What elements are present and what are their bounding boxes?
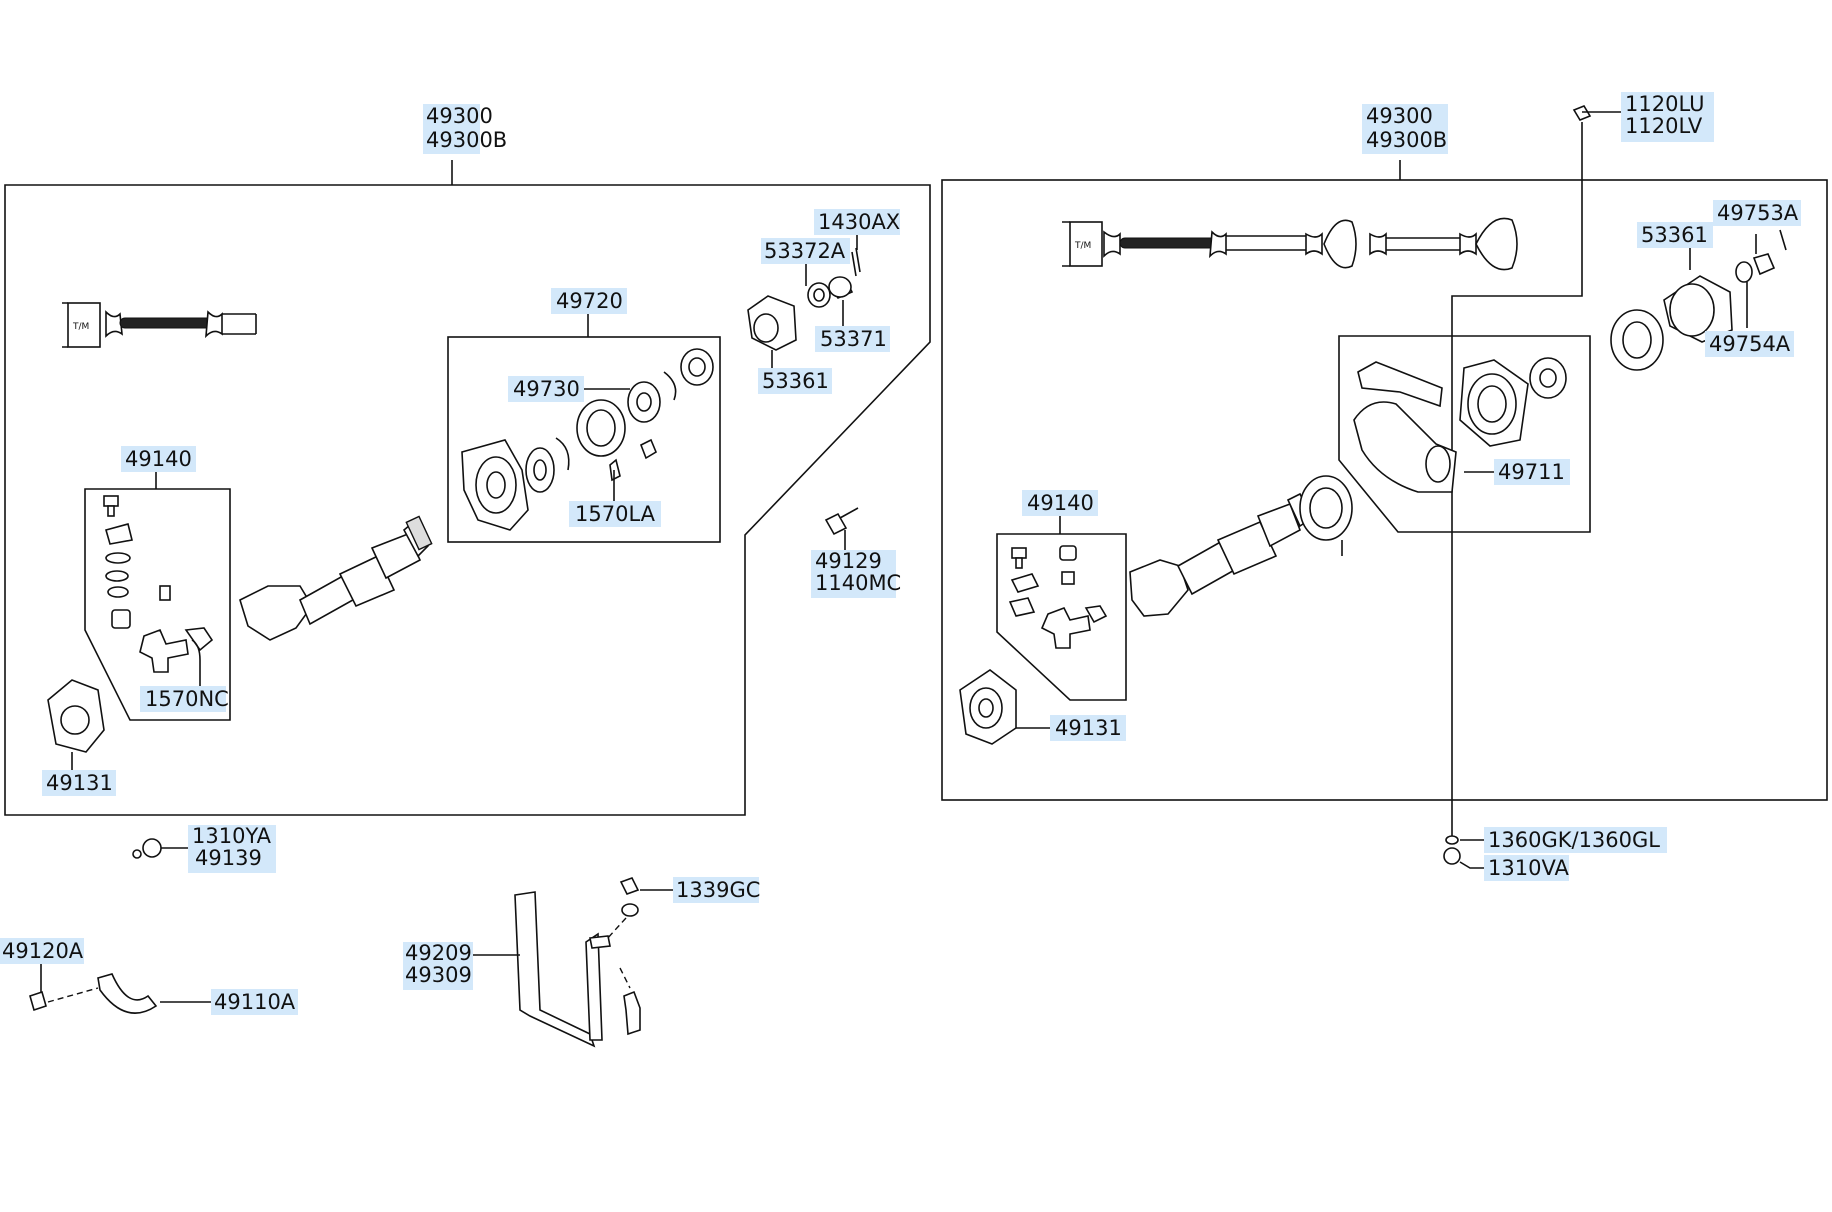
svg-text:1120LU: 1120LU xyxy=(1625,92,1704,116)
svg-text:49300: 49300 xyxy=(1366,104,1433,128)
svg-text:1310YA: 1310YA xyxy=(192,824,272,848)
svg-text:49139: 49139 xyxy=(195,846,262,870)
right-center-bearing-box xyxy=(1338,335,1591,533)
left-bearing-label[interactable]: 49730 xyxy=(508,376,584,402)
bracket xyxy=(472,891,611,1048)
left-nut-label[interactable]: 53371 xyxy=(815,326,890,352)
right-washer-label[interactable]: 1360GK/1360GL xyxy=(1484,827,1667,853)
left-uj-kit-box xyxy=(84,472,231,721)
left-grease-fitting-label[interactable]: 1570LA xyxy=(569,501,661,527)
left-uj-kit-label[interactable]: 49140 xyxy=(121,446,196,472)
svg-text:49730: 49730 xyxy=(513,377,580,401)
svg-text:1120LV: 1120LV xyxy=(1625,114,1703,138)
clamp-bolt-label[interactable]: 49120A xyxy=(0,938,84,964)
left-center-bearing-kit-label[interactable]: 49720 xyxy=(551,288,627,314)
bracket-hardware xyxy=(605,877,675,1036)
svg-text:49120A: 49120A xyxy=(2,939,84,963)
right-main-part-number-label[interactable]: 49300 49300B xyxy=(1362,104,1448,154)
svg-text:49129: 49129 xyxy=(815,549,882,573)
right-companion-flange xyxy=(1610,229,1787,371)
svg-text:49711: 49711 xyxy=(1498,460,1565,484)
svg-text:53361: 53361 xyxy=(1641,223,1708,247)
right-companion-flange-label[interactable]: 53361 xyxy=(1637,222,1713,248)
right-nut-label[interactable]: 49754A xyxy=(1705,331,1794,357)
clamp-bolt xyxy=(29,964,99,1012)
svg-text:49309: 49309 xyxy=(405,963,472,987)
svg-text:49753A: 49753A xyxy=(1717,201,1799,225)
left-companion-flange-label[interactable]: 53361 xyxy=(758,368,832,394)
right-flange-yoke xyxy=(959,669,1052,745)
left-driveshaft xyxy=(239,515,433,641)
left-flange-yoke xyxy=(47,679,105,770)
svg-text:49720: 49720 xyxy=(556,289,623,313)
left-flange-yoke-label[interactable]: 49131 xyxy=(42,770,116,796)
left-assembly-frame xyxy=(4,160,931,816)
left-main-part-number-label[interactable]: 49300 49300B xyxy=(423,104,507,154)
right-cotter-pin-label[interactable]: 49753A xyxy=(1713,200,1801,226)
svg-text:1140MC: 1140MC xyxy=(815,571,901,595)
tm-marker-right: T/M xyxy=(1074,241,1091,251)
left-driveline-schematic: T/M xyxy=(62,302,257,348)
svg-text:1339GC: 1339GC xyxy=(676,878,760,902)
left-washer-label[interactable]: 53372A xyxy=(761,238,850,264)
right-uj-parts xyxy=(1008,545,1108,649)
left-center-bearing-kit-box xyxy=(447,312,721,543)
svg-text:49209: 49209 xyxy=(405,941,472,965)
right-top-bolt xyxy=(1451,105,1622,838)
bracket-label[interactable]: 49209 49309 xyxy=(403,941,473,990)
left-uj-grease-fitting-label[interactable]: 1570NC xyxy=(140,686,229,712)
left-cotter-pin-label[interactable]: 1430AX xyxy=(814,209,900,235)
bracket-nut-label[interactable]: 1339GC xyxy=(673,877,760,903)
middle-bolt xyxy=(824,507,859,550)
svg-text:53372A: 53372A xyxy=(764,239,846,263)
right-center-bearing xyxy=(1353,357,1567,493)
clamp xyxy=(97,973,212,1014)
right-bearing-nut-label[interactable]: 1310VA xyxy=(1484,855,1569,881)
svg-text:49140: 49140 xyxy=(1027,491,1094,515)
svg-text:53371: 53371 xyxy=(820,327,887,351)
left-companion-flange xyxy=(747,247,861,351)
right-top-bolt-label[interactable]: 1120LU 1120LV xyxy=(1621,92,1714,142)
middle-bolt-label[interactable]: 49129 1140MC xyxy=(811,549,901,598)
svg-text:53361: 53361 xyxy=(762,369,829,393)
middle-nut-label[interactable]: 1310YA 49139 xyxy=(188,824,276,873)
right-uj-kit-label[interactable]: 49140 xyxy=(1022,490,1098,516)
svg-text:49131: 49131 xyxy=(1055,716,1122,740)
middle-nut xyxy=(132,838,188,859)
tm-marker-left: T/M xyxy=(72,322,89,332)
svg-text:49140: 49140 xyxy=(125,447,192,471)
right-assembly-frame xyxy=(941,160,1828,801)
right-uj-kit-box xyxy=(996,516,1127,701)
svg-text:49300B: 49300B xyxy=(1366,128,1447,152)
svg-text:49300B: 49300B xyxy=(426,128,507,152)
svg-text:49300: 49300 xyxy=(426,104,493,128)
clamp-label[interactable]: 49110A xyxy=(211,989,298,1015)
svg-text:49110A: 49110A xyxy=(214,990,296,1014)
svg-text:1360GK/1360GL: 1360GK/1360GL xyxy=(1488,828,1660,852)
left-bearing-parts xyxy=(461,348,714,531)
svg-text:1570LA: 1570LA xyxy=(575,502,656,526)
right-driveshaft xyxy=(1129,475,1353,617)
right-center-bearing-label[interactable]: 49711 xyxy=(1494,459,1570,485)
svg-text:1310VA: 1310VA xyxy=(1488,856,1569,880)
right-driveline-schematic: T/M xyxy=(1062,217,1518,271)
svg-text:49131: 49131 xyxy=(46,771,113,795)
svg-text:1430AX: 1430AX xyxy=(818,210,900,234)
svg-text:1570NC: 1570NC xyxy=(145,687,229,711)
right-washer-nut xyxy=(1443,835,1486,869)
right-flange-yoke-label[interactable]: 49131 xyxy=(1050,715,1126,741)
svg-text:49754A: 49754A xyxy=(1709,332,1791,356)
left-uj-parts xyxy=(103,495,214,673)
